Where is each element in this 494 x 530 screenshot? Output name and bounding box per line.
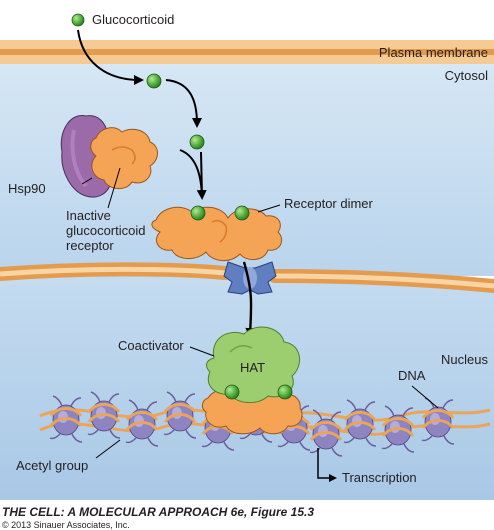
cytosol-label: Cytosol bbox=[445, 68, 488, 83]
import-arrow bbox=[242, 261, 256, 338]
inactive-label-line1: Inactive bbox=[66, 208, 111, 223]
receptor-leader bbox=[107, 167, 121, 209]
transcription-arrow bbox=[317, 448, 337, 482]
nucleus-label: Nucleus bbox=[441, 352, 488, 367]
glucocorticoid-molecule bbox=[189, 134, 205, 150]
receptor-dimer-label: Receptor dimer bbox=[284, 196, 374, 211]
coactivator-label: Coactivator bbox=[118, 338, 184, 353]
acetyl-group-label: Acetyl group bbox=[16, 458, 88, 473]
glucocorticoid-molecule bbox=[190, 205, 206, 221]
transcription-label: Transcription bbox=[342, 470, 417, 485]
glucocorticoid-molecule bbox=[224, 384, 240, 400]
glucocorticoid-molecule bbox=[277, 384, 293, 400]
hsp90-leader bbox=[81, 177, 93, 185]
hat-coactivator bbox=[206, 326, 300, 403]
coactivator-leader bbox=[189, 346, 215, 357]
plasma-membrane-label: Plasma membrane bbox=[379, 45, 488, 60]
receptor-dimer bbox=[151, 205, 283, 261]
inactive-label-line3: receptor bbox=[66, 238, 114, 253]
entry-arrow bbox=[77, 29, 144, 85]
dimer-leader bbox=[257, 204, 281, 213]
inactive-label-line2: glucocorticoid bbox=[66, 223, 146, 238]
hsp90-label: Hsp90 bbox=[8, 181, 46, 196]
glucocorticoid-label: Glucocorticoid bbox=[92, 12, 174, 27]
acetyl-leader bbox=[95, 439, 121, 459]
dna-label: DNA bbox=[398, 368, 426, 383]
inactive-receptor bbox=[90, 127, 158, 189]
copyright-text: © 2013 Sinauer Associates, Inc. bbox=[2, 520, 130, 530]
glucocorticoid-molecule bbox=[71, 13, 85, 27]
dna-leader bbox=[411, 385, 439, 409]
caption-area bbox=[0, 500, 494, 530]
glucocorticoid-molecule bbox=[234, 205, 250, 221]
cytosol-arrow bbox=[165, 79, 202, 128]
binding-arrow bbox=[200, 151, 203, 197]
glucocorticoid-molecule bbox=[146, 73, 162, 89]
hat-label: HAT bbox=[240, 360, 265, 375]
figure-caption: THE CELL: A MOLECULAR APPROACH 6e, Figur… bbox=[2, 505, 314, 519]
